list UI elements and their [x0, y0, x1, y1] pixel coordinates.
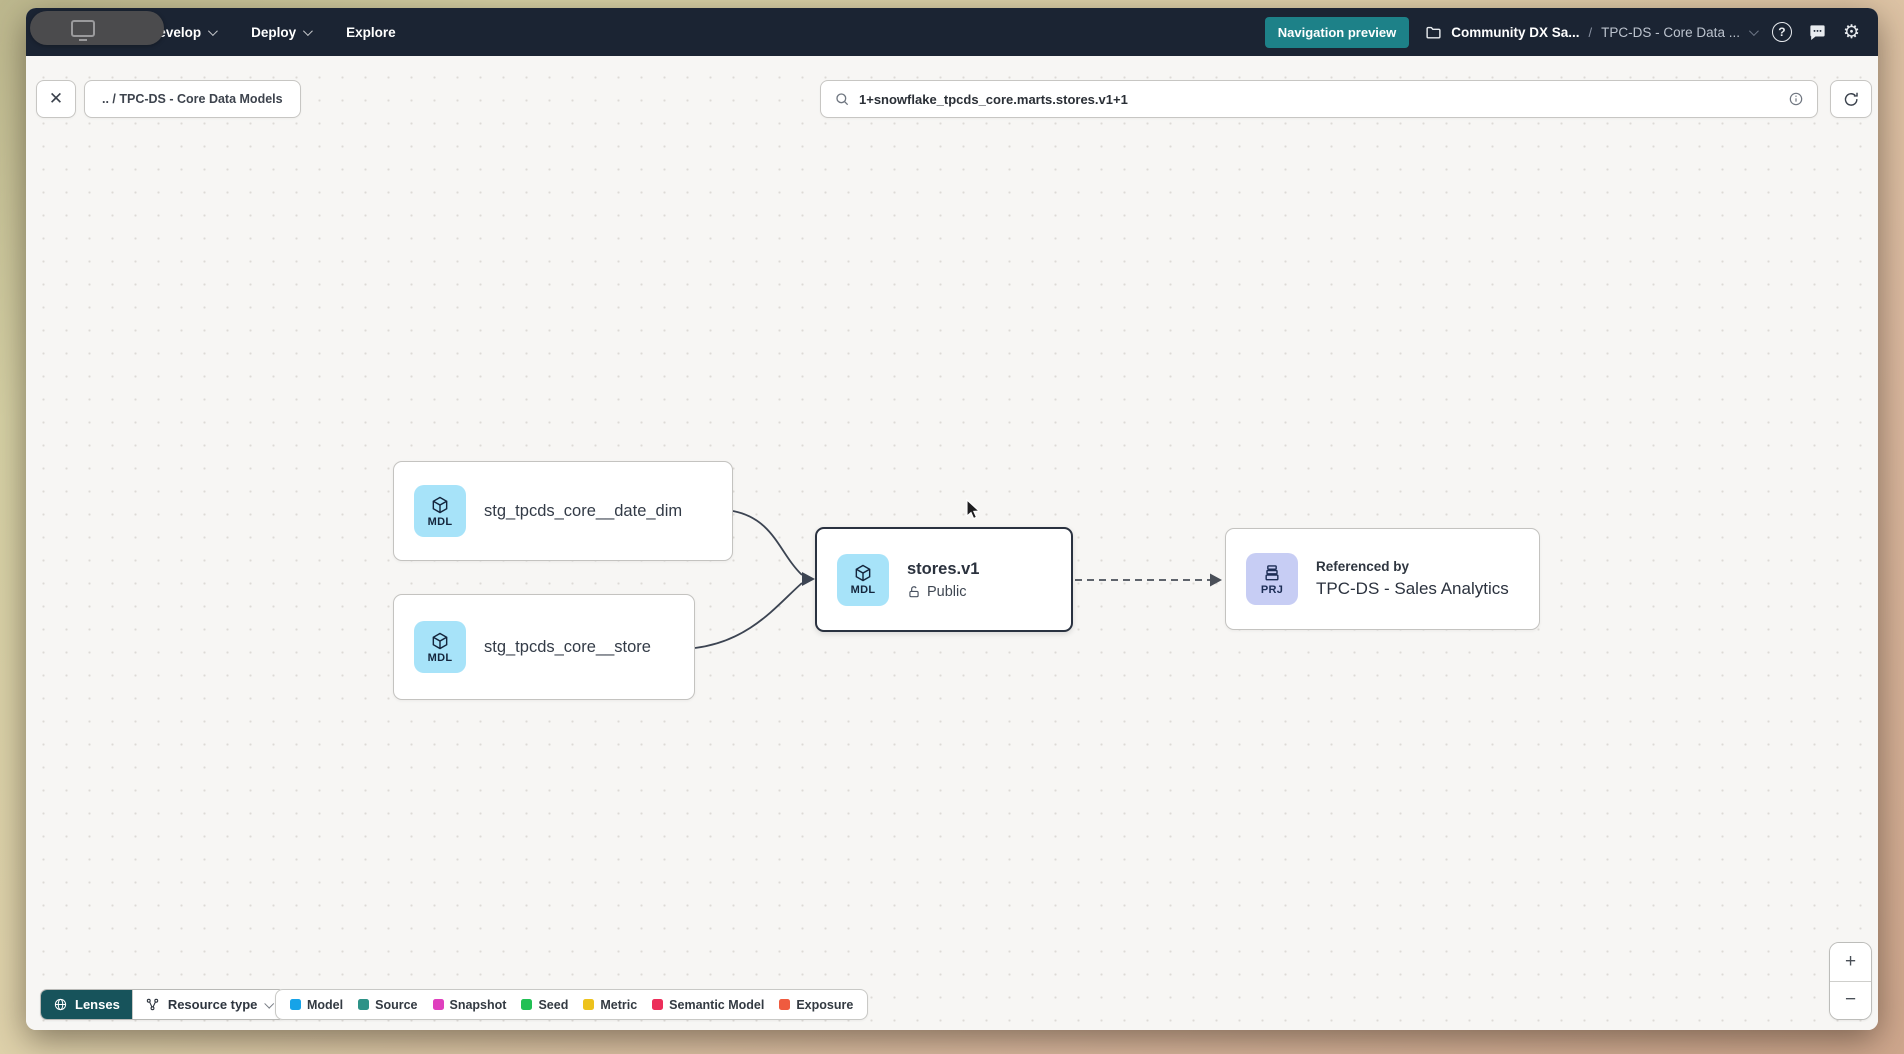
legend-model: Model [290, 998, 343, 1012]
project-breadcrumb[interactable]: Community DX Sa... / TPC-DS - Core Data … [1425, 24, 1759, 41]
lens-controls: Lenses Resource type [40, 989, 286, 1020]
legend-source: Source [358, 998, 418, 1012]
cube-icon [432, 496, 448, 513]
model-badge: MDL [414, 485, 466, 537]
refresh-icon [1844, 92, 1858, 106]
navbar-right: Navigation preview Community DX Sa... / … [1264, 16, 1860, 48]
cube-icon [855, 564, 871, 582]
screen-share-pill[interactable] [30, 11, 164, 45]
referenced-by-label: Referenced by [1316, 559, 1410, 574]
node-title: TPC-DS - Sales Analytics [1316, 579, 1509, 598]
help-icon[interactable]: ? [1771, 22, 1792, 42]
chevron-down-icon [303, 25, 313, 36]
dbt-explorer-window: dbt Develop Deploy Explore Navigation pr… [26, 8, 1878, 1030]
legend-swatch [358, 999, 370, 1010]
navigation-preview-badge[interactable]: Navigation preview [1264, 16, 1410, 48]
legend-metric: Metric [583, 998, 637, 1012]
account-name: Community DX Sa... [1451, 24, 1580, 40]
node-referenced-by-project[interactable]: PRJ Referenced by TPC-DS - Sales Analyti… [1225, 528, 1540, 630]
lineage-canvas[interactable]: MDL stg_tpcds_core__date_dim MDL stg_tpc… [26, 56, 1878, 1030]
zoom-out-button[interactable]: − [1830, 981, 1871, 1019]
legend-swatch [521, 999, 533, 1010]
lens-globe-icon [54, 998, 67, 1011]
node-stores-v1[interactable]: MDL stores.v1 Public [815, 527, 1073, 632]
chevron-down-icon [1748, 25, 1759, 36]
lineage-search [820, 80, 1818, 118]
feedback-chat-icon[interactable] [1808, 23, 1827, 42]
model-badge: MDL [414, 621, 466, 673]
chevron-down-icon [208, 25, 218, 36]
legend-swatch [583, 999, 595, 1010]
legend-swatch [432, 999, 444, 1010]
breadcrumb-separator: / [1588, 24, 1593, 40]
menu-deploy[interactable]: Deploy [251, 25, 313, 40]
archive-stack-icon [1265, 564, 1279, 580]
unlocked-padlock-icon [909, 585, 919, 597]
cube-icon [432, 632, 448, 649]
mouse-cursor [966, 499, 981, 520]
node-stg-tpcds-core-date-dim[interactable]: MDL stg_tpcds_core__date_dim [393, 461, 733, 561]
legend-swatch [290, 999, 301, 1010]
zoom-in-button[interactable]: + [1830, 943, 1871, 982]
selector-search-input[interactable] [859, 91, 1779, 107]
info-icon[interactable] [1788, 91, 1804, 107]
zoom-controls: + − [1829, 942, 1872, 1020]
close-lineage-button[interactable]: ✕ [36, 80, 76, 118]
chevron-down-icon [264, 998, 275, 1009]
project-name: TPC-DS - Core Data ... [1601, 24, 1740, 40]
settings-gear-icon[interactable]: ⚙ [1842, 21, 1860, 43]
search-icon [834, 91, 850, 107]
legend-seed: Seed [521, 998, 568, 1012]
lenses-button[interactable]: Lenses [41, 990, 132, 1019]
legend-swatch [652, 999, 664, 1010]
resource-type-dropdown[interactable]: Resource type [131, 990, 285, 1019]
refresh-lineage-button[interactable] [1830, 80, 1872, 118]
legend-semantic-model: Semantic Model [652, 998, 764, 1012]
project-badge: PRJ [1246, 553, 1298, 605]
node-title: stg_tpcds_core__date_dim [484, 501, 683, 520]
lineage-breadcrumb-chip[interactable]: .. / TPC-DS - Core Data Models [84, 80, 301, 118]
node-title: stores.v1 [907, 559, 980, 578]
menu-explore[interactable]: Explore [346, 24, 396, 40]
resource-graph-icon [146, 998, 159, 1011]
node-title: stg_tpcds_core__store [484, 637, 651, 656]
main-menu: Develop Deploy Explore [149, 25, 396, 40]
legend-swatch [779, 999, 791, 1010]
resource-type-legend: Model Source Snapshot Seed Metric Semant… [275, 989, 869, 1020]
folder-icon [1425, 24, 1442, 41]
access-level: Public [907, 584, 979, 600]
legend-snapshot: Snapshot [432, 998, 506, 1012]
monitor-icon [71, 19, 95, 41]
node-stg-tpcds-core-store[interactable]: MDL stg_tpcds_core__store [393, 594, 695, 700]
legend-exposure: Exposure [779, 998, 853, 1012]
top-navbar: dbt Develop Deploy Explore Navigation pr… [26, 8, 1878, 56]
model-badge: MDL [837, 553, 889, 606]
